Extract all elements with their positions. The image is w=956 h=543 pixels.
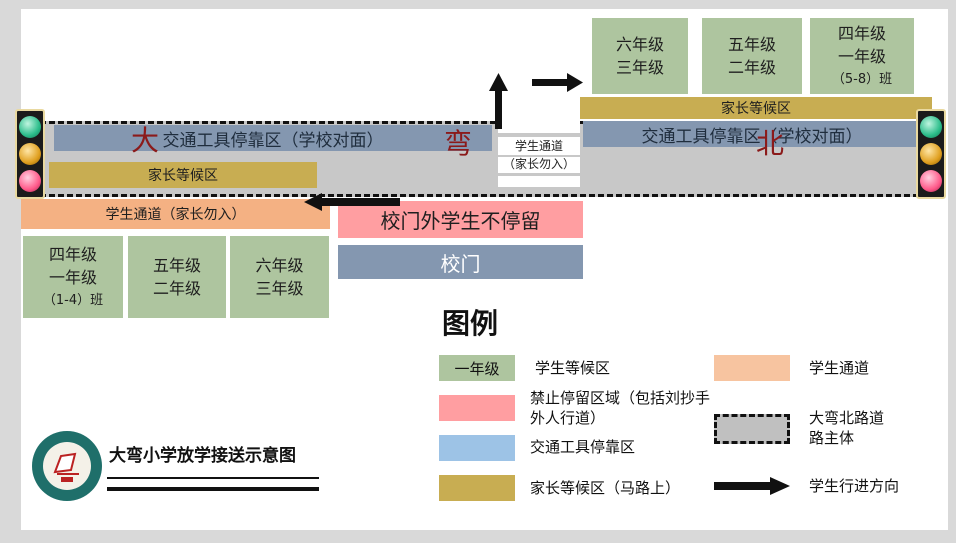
legend-swatch-no-stay bbox=[439, 395, 515, 421]
slide: 六年级 三年级 五年级 二年级 四年级 一年级 （5-8）班 家长等候区 交通工… bbox=[15, 9, 948, 530]
grade-label: 一年级 bbox=[48, 267, 97, 287]
legend-swatch-student-wait: 一年级 bbox=[439, 355, 515, 381]
crosswalk-stripe bbox=[498, 121, 580, 133]
grade-zone-bottom-1: 四年级 一年级 （1-4）班 bbox=[23, 236, 123, 318]
parking-zone-right: 交通工具停靠区（学校对面） bbox=[583, 121, 921, 147]
grade-zone-top-3: 四年级 一年级 （5-8）班 bbox=[810, 18, 914, 94]
direction-arrow-left bbox=[304, 193, 400, 211]
student-path-middle-label: 学生通道 （家长勿入） bbox=[498, 137, 580, 173]
zone-label: （家长勿入） bbox=[502, 157, 575, 171]
title-underline bbox=[107, 477, 319, 479]
zone-label: 家长等候区 bbox=[148, 168, 218, 184]
red-lamp-icon bbox=[920, 169, 942, 192]
grade-label: 五年级 bbox=[727, 35, 776, 54]
zone-label: 交通工具停靠区（学校对面） bbox=[641, 126, 863, 147]
green-lamp-icon bbox=[920, 116, 942, 139]
direction-arrow-up-right bbox=[489, 73, 583, 129]
grade-label: 五年级 bbox=[152, 256, 201, 275]
grade-label: 一年级 bbox=[837, 46, 886, 66]
grade-zone-bottom-2: 五年级 二年级 bbox=[128, 236, 226, 318]
zone-label: 学生通道 bbox=[514, 139, 563, 153]
grade-label: 二年级 bbox=[727, 58, 776, 77]
parent-wait-zone-left: 家长等候区 bbox=[49, 162, 317, 188]
legend-swatch-parent-wait bbox=[439, 475, 515, 501]
grade-label: 三年级 bbox=[615, 58, 664, 77]
zone-label: 交通工具停靠区（学校对面） bbox=[162, 130, 384, 151]
title-underline bbox=[107, 487, 319, 491]
grade-label: 三年级 bbox=[255, 279, 304, 298]
crosswalk-stripe bbox=[498, 176, 580, 187]
parent-wait-zone-right: 家长等候区 bbox=[580, 97, 932, 119]
yellow-lamp-icon bbox=[920, 142, 942, 165]
legend-arrow-icon bbox=[714, 477, 790, 495]
legend-label: 学生行进方向 bbox=[809, 477, 900, 495]
traffic-light-right bbox=[916, 109, 946, 199]
grade-zone-bottom-3: 六年级 三年级 bbox=[230, 236, 329, 318]
yellow-lamp-icon bbox=[19, 142, 41, 165]
road-char: 弯 bbox=[444, 127, 473, 160]
road-char: 大 bbox=[131, 124, 160, 157]
grade-label: 四年级 bbox=[48, 244, 97, 264]
grade-label: （5-8）班 bbox=[831, 71, 893, 87]
crosswalk-stripe bbox=[498, 157, 580, 173]
zone-label: 家长等候区 bbox=[721, 101, 791, 117]
no-stay-zone: 校门外学生不停留 bbox=[338, 201, 583, 238]
grade-zone-top-2: 五年级 二年级 bbox=[702, 18, 802, 94]
grade-label: 四年级 bbox=[837, 23, 886, 43]
legend-label: 大弯北路道路主体 bbox=[809, 409, 885, 447]
zone-label: 校门外学生不停留 bbox=[380, 209, 541, 233]
zone-label: 校门 bbox=[440, 251, 481, 276]
student-path-bottom: 学生通道（家长勿入） bbox=[21, 199, 330, 229]
grade-label: 六年级 bbox=[615, 35, 664, 54]
legend-label: 禁止停留区域（包括刘抄手外人行道） bbox=[530, 389, 711, 427]
legend-label: 学生等候区 bbox=[535, 359, 611, 377]
legend-label: 家长等候区（马路上） bbox=[530, 479, 681, 497]
legend-swatch-road bbox=[714, 414, 790, 444]
green-lamp-icon bbox=[19, 116, 41, 139]
legend-swatch-parking bbox=[439, 435, 515, 461]
zone-label: 学生通道（家长勿入） bbox=[105, 207, 246, 223]
legend-swatch-student-path bbox=[714, 355, 790, 381]
crosswalk-stripe bbox=[498, 137, 580, 155]
legend-title: 图例 bbox=[442, 307, 499, 340]
grade-label: 二年级 bbox=[152, 279, 201, 298]
grade-label: （1-4）班 bbox=[42, 292, 104, 308]
grade-zone-top-1: 六年级 三年级 bbox=[592, 18, 688, 94]
grade-label: 六年级 bbox=[255, 256, 304, 275]
legend-swatch-text: 一年级 bbox=[454, 359, 500, 378]
road-char: 北 bbox=[756, 127, 785, 160]
traffic-light-left bbox=[15, 109, 45, 199]
legend-label: 交通工具停靠区 bbox=[530, 438, 636, 456]
legend-label: 学生通道 bbox=[809, 359, 870, 377]
red-lamp-icon bbox=[19, 169, 41, 192]
parking-zone-left: 交通工具停靠区（学校对面） bbox=[54, 125, 492, 151]
school-gate: 校门 bbox=[338, 245, 583, 279]
school-logo-icon bbox=[32, 431, 102, 501]
diagram-title: 大弯小学放学接送示意图 bbox=[109, 446, 296, 466]
